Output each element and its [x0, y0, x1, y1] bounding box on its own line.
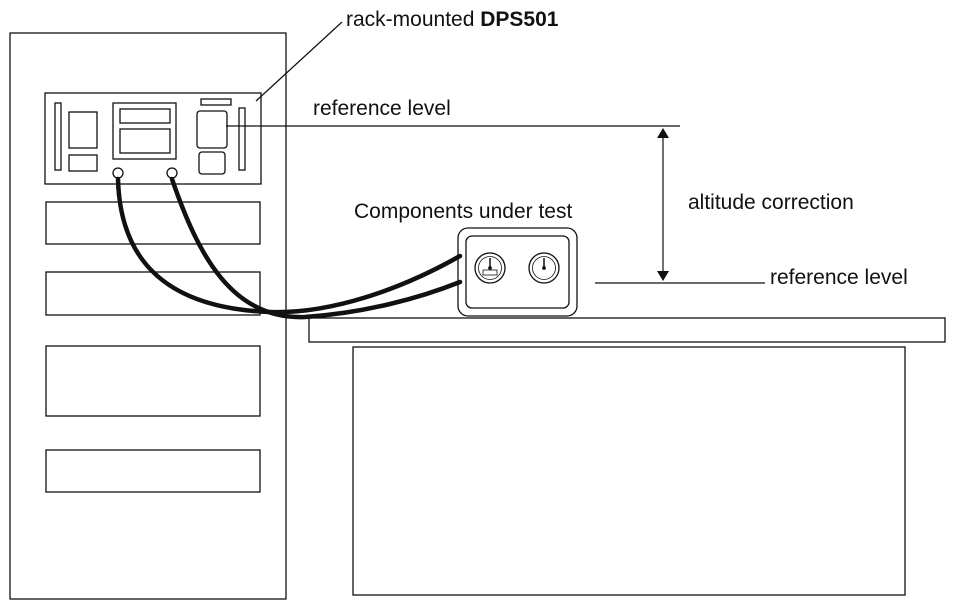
pressure-hoses — [115, 176, 463, 320]
components-under-test-unit — [457, 227, 578, 317]
rack-unit-1 — [45, 201, 261, 245]
pressure-port-right — [166, 167, 178, 179]
test-bench — [308, 317, 946, 596]
panel-main-display-frame — [112, 102, 177, 160]
panel-main-display-top — [119, 108, 171, 124]
pressure-hose-left — [115, 176, 463, 315]
reference-level-top-label: reference level — [313, 97, 451, 120]
pressure-hose-right — [169, 176, 463, 320]
device-label: rack-mounted DPS501 — [346, 8, 559, 31]
pressure-port-left — [112, 167, 124, 179]
panel-right-button — [198, 151, 226, 175]
panel-right-display — [196, 110, 228, 149]
dps501-panel-outline — [44, 92, 262, 185]
reference-level-bottom-label: reference level — [770, 266, 908, 289]
components-under-test-label: Components under test — [354, 200, 572, 223]
rack-unit-4 — [45, 449, 261, 493]
rack-units — [45, 201, 261, 493]
annotation-lines — [226, 21, 765, 284]
device-label-prefix: rack-mounted — [346, 8, 480, 31]
airspeed-gauge — [528, 252, 560, 284]
component-inner-case — [465, 235, 570, 309]
bench-base — [352, 346, 906, 596]
panel-indicator-strip — [200, 98, 232, 106]
altitude-correction-label: altitude correction — [688, 191, 854, 214]
altimeter-gauge — [474, 252, 506, 284]
dps501-front-panel — [44, 92, 262, 185]
device-label-name: DPS501 — [480, 8, 559, 31]
panel-right-slot — [238, 107, 246, 171]
device-leader-line — [255, 21, 343, 102]
bench-top — [308, 317, 946, 343]
component-outer-case — [457, 227, 578, 317]
panel-main-display-bottom — [119, 128, 171, 154]
panel-left-slot — [54, 102, 62, 171]
rack-unit-3 — [45, 345, 261, 417]
panel-left-display — [68, 111, 98, 149]
panel-left-button — [68, 154, 98, 172]
